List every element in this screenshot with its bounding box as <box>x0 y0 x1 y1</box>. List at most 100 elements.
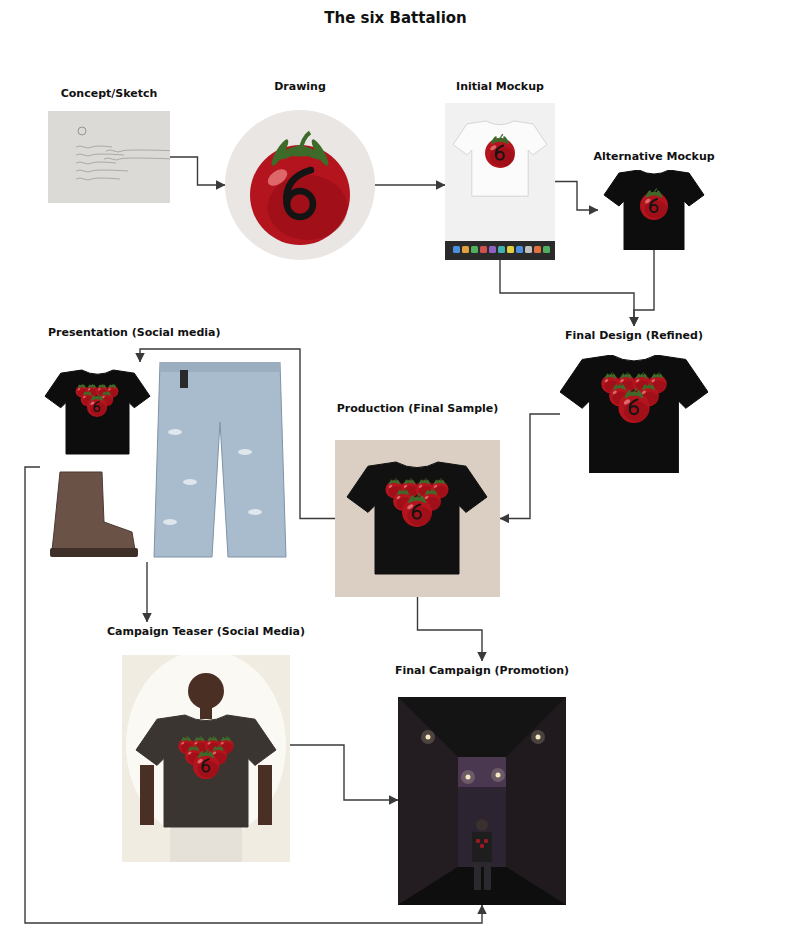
tomato-leaf <box>656 190 663 199</box>
stage-heading: Initial Mockup <box>456 80 544 94</box>
tomato-stem <box>634 388 637 394</box>
lamp-glow <box>531 730 545 744</box>
flow-arrow <box>500 414 560 519</box>
tomato-highlight <box>396 495 401 500</box>
tshirt-shape <box>604 170 704 250</box>
tomato-highlight <box>612 390 617 395</box>
stage-heading: Drawing <box>274 80 326 94</box>
stage-node: Campaign Teaser (Social Media) <box>122 655 290 862</box>
tomato-highlight <box>181 741 185 745</box>
tomato-highlight <box>403 484 408 488</box>
tomato-shade <box>197 761 218 778</box>
tomato-leaf <box>103 384 106 388</box>
tomato-leaf <box>98 395 103 402</box>
stage-heading: Final Design (Refined) <box>565 329 703 343</box>
tomato-stem <box>199 736 201 739</box>
stage-heading: Final Campaign (Promotion) <box>395 664 569 678</box>
tomato-leaf <box>411 479 416 485</box>
stage-node: Initial Mockup <box>445 103 555 260</box>
dock-icon <box>543 246 550 253</box>
tomato-highlight <box>388 484 393 488</box>
sketch-mark <box>78 127 86 135</box>
tomato-stem <box>226 736 228 739</box>
screen-photo <box>445 103 555 260</box>
six-loop <box>650 205 657 212</box>
sketch-scribble <box>104 158 170 160</box>
sketch-scribble <box>76 154 124 156</box>
tomato-highlight <box>604 379 609 383</box>
flow-arrow <box>555 182 598 211</box>
jeans-distress <box>168 429 182 435</box>
print-tomato <box>476 839 480 843</box>
tomato-highlight <box>620 379 625 383</box>
tomato-stem <box>107 391 108 394</box>
tomato-stem <box>657 372 659 376</box>
drawing-disc <box>225 110 375 260</box>
sketch-scribble <box>106 150 170 152</box>
tomato-leaf <box>214 737 218 742</box>
sketch-scribble <box>76 162 116 164</box>
tomato-stem <box>194 745 196 749</box>
tomato-stem <box>440 478 442 482</box>
dock-icon <box>471 246 478 253</box>
alley-glow <box>458 757 506 787</box>
jeans-shape <box>154 362 286 557</box>
tomato-leaf <box>404 489 409 495</box>
tomato-shade <box>645 200 667 218</box>
tomato-leaf <box>643 373 648 379</box>
flow-arrow <box>170 157 225 185</box>
tomato-stem <box>206 749 209 754</box>
tomato-leaf <box>93 384 96 388</box>
photo-ground <box>398 697 566 905</box>
tomato-stem <box>649 383 651 387</box>
alley-floor <box>398 867 566 905</box>
tomato-leaf <box>88 391 92 396</box>
tomato-highlight <box>194 741 198 745</box>
screen-dock <box>445 241 555 260</box>
tomato-stem <box>619 383 621 387</box>
tomato-highlight <box>433 484 438 488</box>
tshirt-shape <box>45 370 150 454</box>
tomato-leaf <box>637 389 644 399</box>
flow-arrow <box>146 562 147 622</box>
print-tomato <box>480 844 484 848</box>
tomato-body <box>485 138 515 168</box>
tomato-leaf <box>195 746 200 752</box>
flow-arrow <box>418 597 483 661</box>
tomato-body <box>250 145 350 245</box>
lamp <box>426 735 431 740</box>
tomato-leaf <box>628 373 633 379</box>
tomato-body <box>402 497 432 527</box>
person-pants <box>170 823 242 862</box>
dock-icon <box>489 246 496 253</box>
tshirt-shape <box>347 462 487 574</box>
tomato-stem <box>611 372 613 376</box>
tomato-shade <box>268 175 348 240</box>
tomato-leaf <box>650 384 655 391</box>
tomato-stem <box>300 133 310 153</box>
person-head <box>188 673 224 709</box>
figure-body <box>472 832 492 862</box>
tomato-body <box>618 392 649 423</box>
tomato-stem <box>500 134 503 140</box>
lamp-glow <box>421 730 435 744</box>
tomato-leaf <box>396 479 401 485</box>
tomato-leaf <box>101 385 105 388</box>
tshirt-shape <box>136 715 276 827</box>
figure-head <box>476 819 488 831</box>
tomato-stem <box>112 384 113 386</box>
flow-arrow <box>634 250 654 326</box>
stage-heading: Production (Final Sample) <box>337 402 499 416</box>
tomato-leaf <box>432 489 437 495</box>
stage-node: Concept/Sketch <box>48 111 170 203</box>
tomato-highlight <box>83 395 86 398</box>
dock-icon <box>453 246 460 253</box>
tomato-leaf <box>113 384 116 388</box>
jeans-distress <box>163 519 177 525</box>
figure-leg <box>484 862 491 890</box>
tomato-leaf <box>659 373 664 379</box>
tomato-leaf <box>208 750 214 758</box>
tomato-leaf <box>502 136 509 145</box>
stage-heading: Campaign Teaser (Social Media) <box>107 625 305 639</box>
